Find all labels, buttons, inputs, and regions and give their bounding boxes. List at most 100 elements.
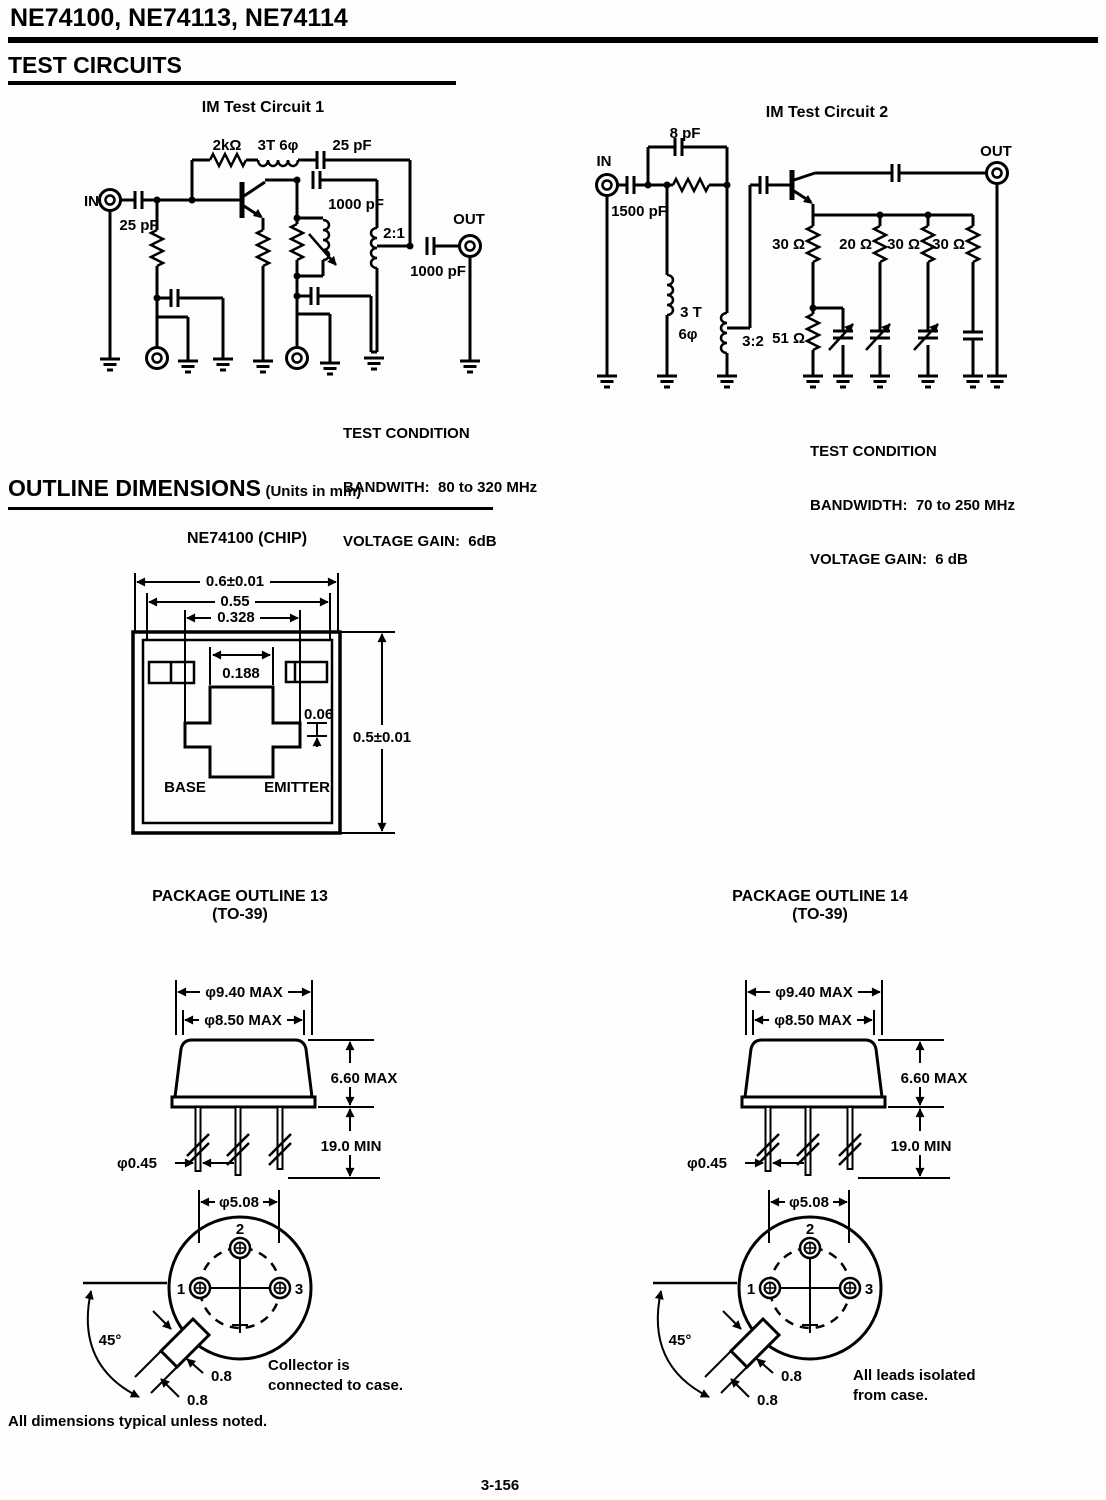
package14-title-block: PACKAGE OUTLINE 14 (TO-39) [655, 888, 985, 924]
dim-pin-circle: φ5.08 [789, 1194, 829, 1211]
c-feedback-label: 8 pF [670, 125, 701, 142]
in-label: IN [597, 153, 612, 170]
varcap-1 [829, 324, 853, 350]
pin3-label: 3 [295, 1281, 303, 1298]
r4-label: 30 Ω [932, 236, 965, 253]
out-connector [985, 161, 1009, 185]
package14-title: PACKAGE OUTLINE 14 [732, 888, 908, 905]
transformer-coil [719, 311, 729, 355]
cap-bypass-2 [309, 285, 320, 307]
ground-icon [831, 374, 855, 389]
package14-note-line2: from case. [853, 1387, 929, 1404]
junction-dots [644, 181, 932, 312]
chip-outer [131, 630, 342, 835]
ground-icon [362, 356, 386, 371]
chip-diagram: 0.6±0.01 0.55 0.328 0.188 0.06 0.5±0.01 … [131, 573, 411, 835]
out-label: OUT [980, 143, 1012, 160]
tc1-line1: TEST CONDITION [343, 425, 470, 442]
dim-height: 6.60 MAX [901, 1070, 968, 1087]
dim-body-dia: φ8.50 MAX [774, 1012, 851, 1029]
emitter-arrow [803, 195, 813, 204]
ground-icon [868, 374, 892, 389]
package13-subtitle: (TO-39) [212, 906, 268, 923]
tc2-line1: TEST CONDITION [810, 443, 937, 460]
dim-pin-circle: φ5.08 [219, 1194, 259, 1211]
r5-label: 51 Ω [772, 330, 805, 347]
transformer-label: 3:2 [742, 333, 764, 350]
l-shunt-label-b: 6φ [678, 326, 697, 343]
emitter-label: EMITTER [264, 779, 330, 796]
ground-icon [715, 374, 739, 389]
dim-lead-dia: φ0.45 [117, 1155, 157, 1172]
dim-tab-w: 0.8 [781, 1368, 802, 1385]
dim-height: 6.60 MAX [331, 1070, 398, 1087]
tc2-line2: BANDWIDTH: 70 to 250 MHz [810, 497, 1016, 514]
ground-icon [985, 374, 1009, 389]
outline-rule [8, 507, 493, 510]
circuit1-diagram: IN OUT 2kΩ 3T 6φ 25 pF 25 pF 1000 pF 2:1… [84, 137, 485, 376]
ground-icon [176, 359, 200, 374]
package13-note-line2: connected to case. [268, 1377, 404, 1394]
pad-center [183, 685, 302, 779]
chip-inner [141, 638, 334, 825]
to39-linework [83, 980, 380, 1397]
r3-label: 30 Ω [887, 236, 920, 253]
test-circuits-rule [8, 81, 456, 85]
dim-height: 0.5±0.01 [353, 729, 411, 746]
resistor-51 [805, 312, 821, 352]
package14-note: All leads isolated from case. [853, 1366, 976, 1406]
outline-heading: OUTLINE DIMENSIONS [8, 475, 262, 501]
dim-width-mid: 0.55 [220, 593, 249, 610]
ground-icon [961, 374, 985, 389]
ground-icon [801, 374, 825, 389]
pin1-label: 1 [747, 1281, 755, 1298]
circuit1-test-condition: TEST CONDITION BANDWITH: 80 to 320 MHz V… [343, 389, 537, 587]
dim-lead-len: 19.0 MIN [321, 1138, 382, 1155]
c-output-label: 1000 pF [410, 263, 466, 280]
cap-fixed [961, 330, 985, 341]
to39-linework [653, 980, 950, 1397]
dim-tab-w: 0.8 [211, 1368, 232, 1385]
pin3-label: 3 [865, 1281, 873, 1298]
inductor-feedback [256, 158, 300, 168]
dim-body-dia: φ8.50 MAX [204, 1012, 281, 1029]
c-collector-label: 1000 pF [328, 196, 384, 213]
dim-lead-len: 19.0 MIN [891, 1138, 952, 1155]
transformer-coil [369, 226, 379, 270]
ground-icon [251, 359, 275, 374]
ground-icon [98, 357, 122, 372]
section-test-circuits: TEST CIRCUITS [8, 52, 182, 78]
chip-title: NE74100 (CHIP) [186, 530, 308, 547]
package13-title: PACKAGE OUTLINE 13 [152, 888, 328, 905]
dim-tab-l: 0.8 [187, 1392, 208, 1409]
emitter-arrow [253, 209, 263, 218]
ground-icon [458, 359, 482, 374]
cap-base [758, 174, 769, 196]
cap-input [133, 189, 144, 211]
dim-tab: 0.06 [304, 706, 333, 723]
resistor-feedback [208, 152, 248, 168]
c-input-label: 25 pF [119, 217, 158, 234]
resistor-20 [872, 224, 888, 264]
out-label: OUT [453, 211, 485, 228]
circuit2-title: IM Test Circuit 2 [765, 104, 889, 121]
resistor-load [289, 222, 305, 262]
outline-units: (Units in mm) [265, 483, 362, 500]
pin1-label: 1 [177, 1281, 185, 1298]
resistor-30-1 [805, 224, 821, 264]
r1-label: 30 Ω [772, 236, 805, 253]
dim-angle: 45° [669, 1332, 692, 1349]
inductor-shunt [665, 273, 675, 317]
dim-cap-dia: φ9.40 MAX [205, 984, 282, 1001]
cap-output [425, 235, 436, 257]
package14-subtitle: (TO-39) [792, 906, 848, 923]
cap-collector [311, 169, 322, 191]
transformer-label: 2:1 [383, 225, 405, 242]
in-connector [98, 188, 122, 212]
page-title: NE74100, NE74113, NE74114 [10, 4, 348, 32]
cap-bypass-1 [169, 287, 180, 309]
package13-diagram: φ9.40 MAX φ8.50 MAX 6.60 MAX 19.0 MIN φ0… [75, 935, 403, 1409]
dim-pad-width: 0.188 [222, 665, 260, 682]
pin2-label: 2 [236, 1221, 244, 1238]
